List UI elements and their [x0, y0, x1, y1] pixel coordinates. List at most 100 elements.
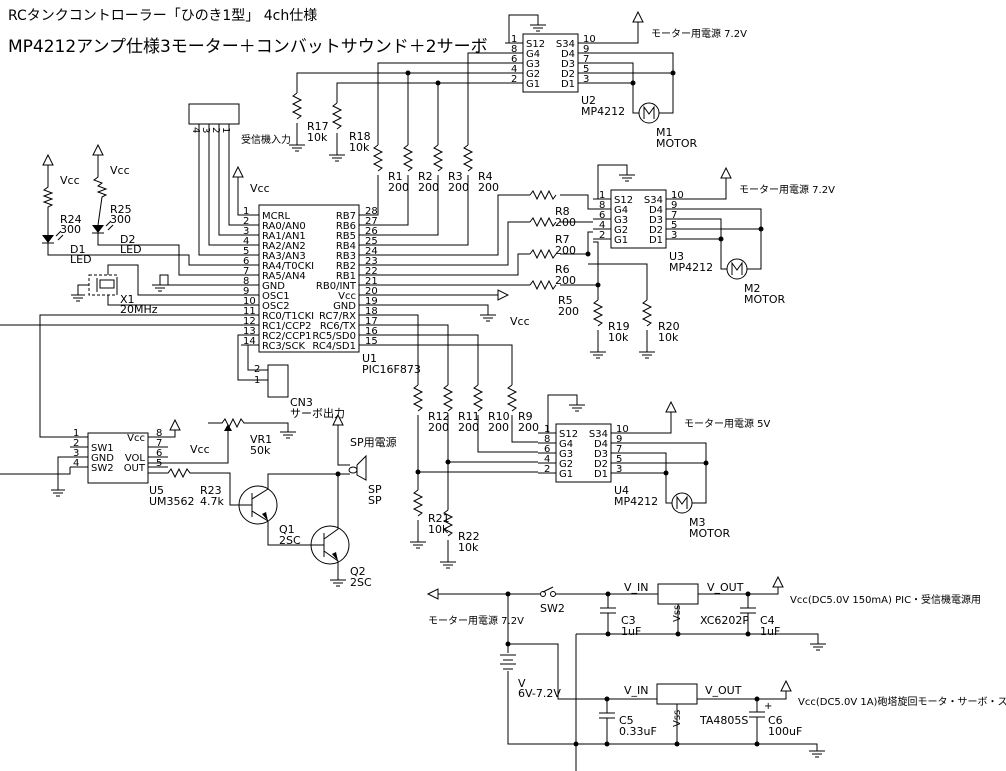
driver-pin-num: 10: [616, 424, 629, 435]
driver-pin-name: D1: [594, 469, 608, 480]
driver-pin-name: G2: [559, 459, 573, 470]
r25-ref: R25: [110, 203, 132, 216]
u1-pin-num: 13: [243, 326, 256, 337]
u1-pin-num: 22: [365, 266, 378, 277]
r21-val: 10k: [428, 523, 449, 536]
u1-pin-num: 7: [243, 266, 249, 277]
c3-ref: C3: [621, 614, 636, 627]
r10-ref: R10: [488, 410, 510, 423]
driver-pin-name: S34: [644, 195, 663, 206]
driver-pin-num: 3: [583, 74, 589, 85]
mcrl-wire: [237, 177, 255, 216]
r20-val: 10k: [658, 331, 679, 344]
driver-pin-name: D3: [561, 59, 575, 70]
driver-pin-name: D3: [594, 449, 608, 460]
d2-val: LED: [120, 243, 142, 256]
title-line1: RCタンクコントローラー「ひのき1型」 4ch仕様: [8, 8, 317, 24]
u1-pin-name: RC3/SCK: [262, 341, 305, 352]
u1-pin-num: 18: [365, 306, 378, 317]
c6-val: 100uF: [768, 725, 802, 738]
u1-pin-name: RA5/AN4: [262, 271, 306, 282]
r22-ref: R22: [458, 530, 480, 543]
wire-rc3-cn3: [247, 344, 260, 371]
wire-rb2: [363, 221, 530, 266]
wire-rc2-cn3: [237, 334, 260, 381]
u1-pin-num: 9: [243, 286, 249, 297]
wire-rb4: [363, 175, 469, 246]
u1-pin-name: RB4: [336, 241, 356, 252]
vr1-potentiometer: VR1 50k: [208, 417, 296, 457]
r23-val: 4.7k: [200, 495, 224, 508]
gnd-wire-pin19: [363, 304, 496, 322]
u5-pin-num: 2: [73, 438, 79, 449]
regulator-xc6202p: [657, 583, 699, 605]
r12-val: 200: [428, 421, 449, 434]
supply-arrow-icon: [632, 10, 644, 23]
u1-part: PIC16F873: [362, 363, 421, 376]
driver-pin-num: 5: [671, 220, 677, 231]
driver-pin-name: S12: [526, 39, 545, 50]
q1-ref: Q1: [279, 523, 295, 536]
r19-ref: R19: [608, 320, 630, 333]
driver-pin-name: D2: [561, 69, 575, 80]
u1-pin-num: 25: [365, 236, 378, 247]
ground-icon: [639, 332, 655, 359]
driver-pin-name: G1: [614, 235, 628, 246]
driver-part: MP4212: [581, 105, 625, 118]
u1-pin-name: RB2: [336, 261, 356, 272]
driver-pin-num: 9: [671, 200, 677, 211]
r6-val: 200: [555, 274, 576, 287]
led-d1: Vcc R24 300 D1 LED: [42, 153, 255, 266]
driver-pin-num: 10: [671, 190, 684, 201]
driver-pin-num: 1: [599, 190, 605, 201]
cn3-pin1: 1: [254, 375, 260, 386]
driver-pin-name: S12: [614, 195, 633, 206]
c6-ref: C6: [768, 714, 783, 727]
r11-ref: R11: [458, 410, 480, 423]
driver-pin-num: 4: [511, 64, 517, 75]
r7-ref: R7: [555, 233, 570, 246]
reg2-part: TA4805S: [699, 714, 748, 727]
vcc-label-d2: Vcc: [110, 164, 130, 177]
u1-pin-name: RB5: [336, 231, 356, 242]
r8-ref: R8: [555, 205, 570, 218]
reg1-part: XC6202P: [700, 614, 749, 627]
vcc-out2-label: Vcc(DC5.0V 1A)砲塔旋回モータ・サーボ・スピーカー用: [798, 695, 1006, 708]
vcc-arrow-icon: [772, 575, 784, 588]
driver-pin-num: 2: [511, 74, 517, 85]
ground-icon: [440, 542, 456, 569]
sw2-label: SW2: [540, 602, 565, 615]
q2-ref: Q2: [350, 565, 366, 578]
driver-part: MP4212: [669, 261, 713, 274]
wire-rc0-sw1: [39, 314, 255, 438]
u1-pin-name: RC7/RX: [319, 311, 356, 322]
r25-val: 300: [110, 213, 131, 226]
driver-pin-name: G3: [614, 215, 628, 226]
power-section: SW2 モーター用電源 7.2V C3 1uF V_IN V_OUT Vss X…: [426, 575, 1006, 771]
vcc-label-u1: Vcc: [250, 182, 270, 195]
u1-pin-name: RC5/SD0: [312, 331, 356, 342]
u1-pin-name: RA2/AN2: [262, 241, 306, 252]
u1-pin-name: RB6: [336, 221, 356, 232]
driver-pin-name: G2: [526, 69, 540, 80]
u5-pin-num: 8: [156, 428, 162, 439]
vcc-out1-label: Vcc(DC5.0V 150mA) PIC・受信機電源用: [790, 593, 981, 606]
u1-pin-num: 2: [243, 216, 249, 227]
motor-supply-label: モーター用電源 7.2V: [428, 614, 524, 627]
driver-pin-num: 6: [511, 54, 517, 65]
r11-val: 200: [458, 421, 479, 434]
driver-pin-num: 8: [511, 44, 517, 55]
driver-pin-name: S34: [589, 429, 608, 440]
cn3-ref: CN3: [290, 396, 313, 409]
ground-icon: [289, 125, 305, 152]
sp-ref: SP: [368, 483, 382, 496]
driver-pin-num: 7: [616, 444, 622, 455]
driver-pin-name: G4: [559, 439, 573, 450]
rx-pin4: 4: [190, 127, 201, 133]
